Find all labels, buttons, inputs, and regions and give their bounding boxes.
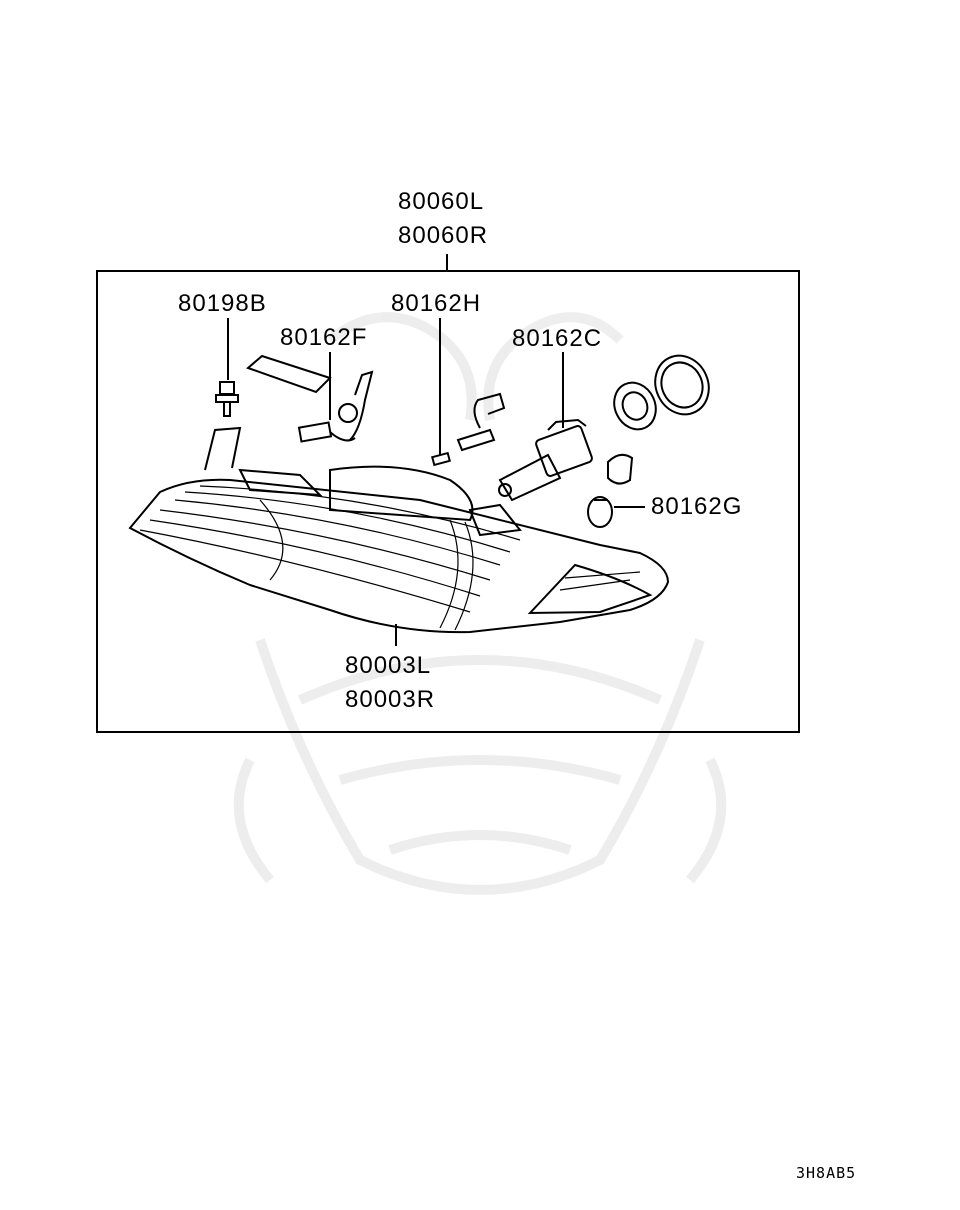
bulb-g-part-number: 80162G: [651, 493, 743, 520]
diagram-code: 3H8AB5: [796, 1164, 857, 1182]
screw-part-number: 80198B: [178, 290, 267, 317]
assembly-frame: [96, 254, 800, 733]
lens-part-right: 80003R: [345, 686, 436, 713]
assembly-part-right: 80060R: [398, 222, 489, 249]
cover-plate-part: [246, 354, 332, 394]
bulb-socket-f-part: [297, 370, 374, 443]
socket-ring-parts: [607, 354, 710, 485]
bulb-c-part: [498, 418, 593, 502]
screw-part: [215, 381, 239, 417]
leader-lines: [227, 318, 645, 646]
headlamp-housing: [128, 426, 670, 634]
lens-part-left: 80003L: [345, 652, 432, 679]
bulb-c-part-number: 80162C: [512, 325, 603, 352]
watermark-logo: [233, 312, 727, 895]
assembly-part-left: 80060L: [398, 188, 485, 215]
bulb-g-part: [587, 496, 613, 528]
bulb-h-part-number: 80162H: [391, 290, 482, 317]
bulb-socket-f-part-number: 80162F: [280, 324, 368, 351]
bulb-h-part: [431, 392, 506, 467]
